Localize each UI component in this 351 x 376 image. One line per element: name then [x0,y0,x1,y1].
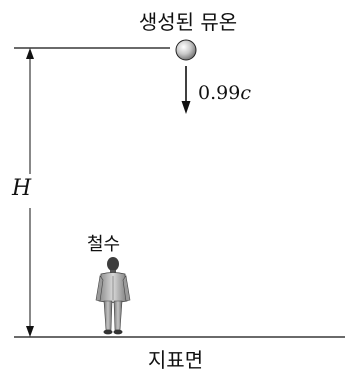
speed-label: 0.99c [198,82,251,104]
speed-value: 0.99 [198,82,241,104]
person-label: 철수 [87,234,121,255]
muon-sphere [175,39,197,61]
height-dimension-arrow [26,48,34,337]
velocity-arrow [181,66,191,114]
person-figure [95,257,131,335]
ground-label: 지표면 [147,348,204,372]
muon-label: 생성된 뮤온 [138,10,238,34]
height-label: H [12,176,32,201]
speed-unit: c [240,82,251,104]
